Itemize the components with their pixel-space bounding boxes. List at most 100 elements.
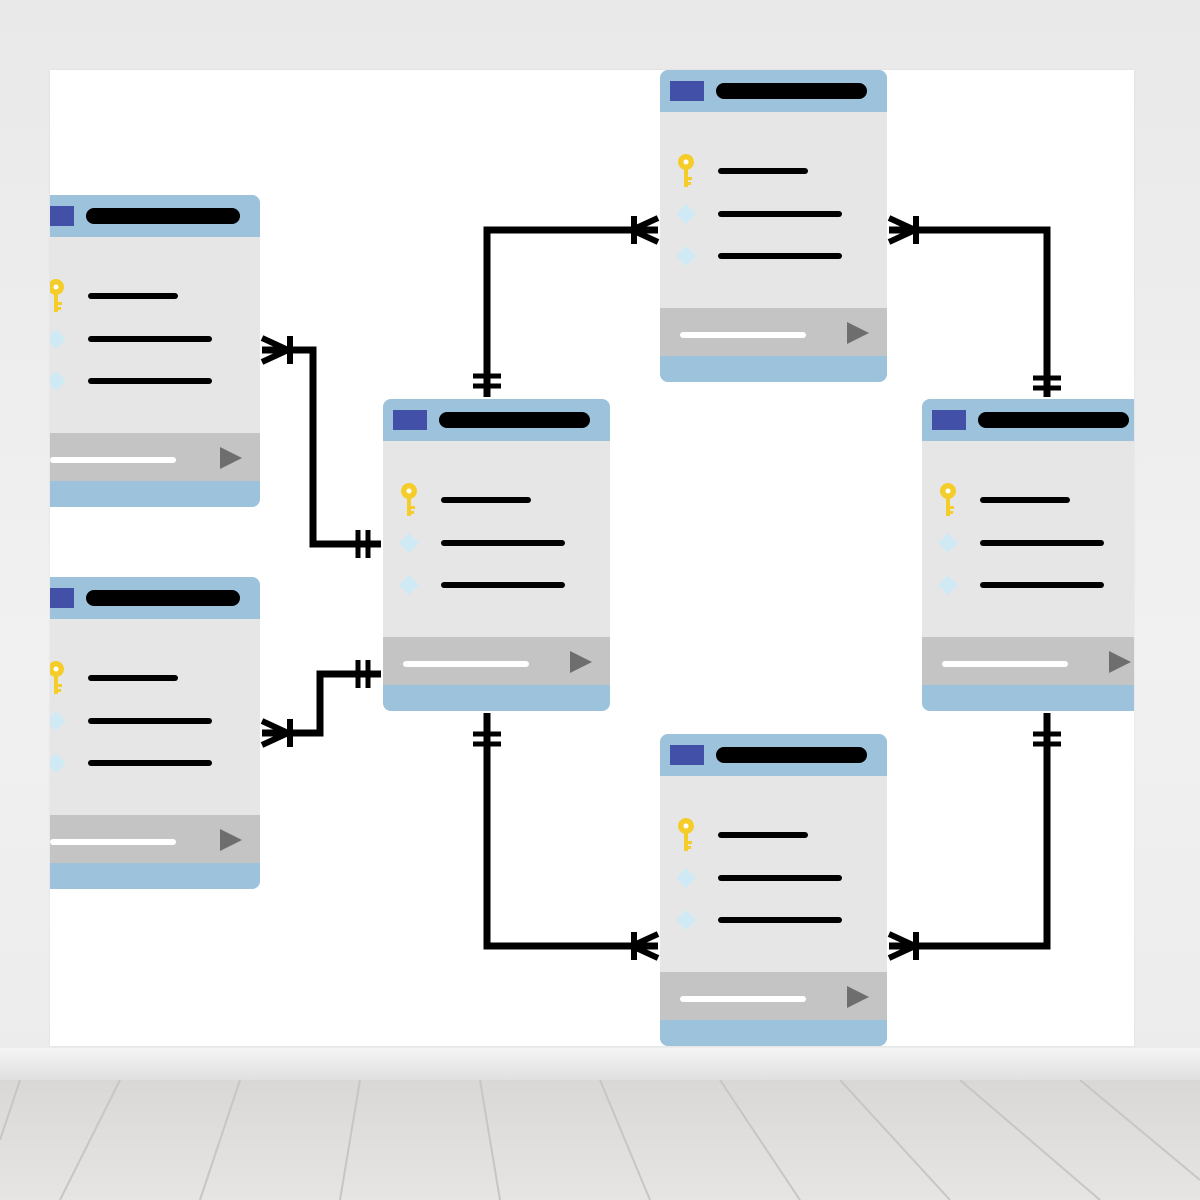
table-title-bar xyxy=(716,747,867,763)
table-row xyxy=(678,818,808,851)
table-row xyxy=(938,575,1104,595)
wood-floor xyxy=(0,1080,1200,1200)
field-line xyxy=(88,336,212,342)
skirting-board xyxy=(0,1048,1200,1081)
table-row xyxy=(399,575,565,595)
diamond-icon xyxy=(676,204,696,224)
play-icon xyxy=(220,829,242,851)
connectors xyxy=(260,215,1061,961)
key-icon xyxy=(50,279,64,312)
key-icon xyxy=(50,661,64,694)
diagram-canvas xyxy=(50,70,1134,1046)
footer-line xyxy=(50,457,176,463)
field-line xyxy=(980,497,1070,503)
field-line xyxy=(718,168,808,174)
field-line xyxy=(441,497,531,503)
table-row xyxy=(399,533,565,553)
key-icon xyxy=(678,818,694,851)
play-icon xyxy=(847,322,869,344)
table-row xyxy=(938,533,1104,553)
crows-foot xyxy=(260,335,290,365)
diamond-icon xyxy=(50,329,66,349)
table-right xyxy=(922,399,1134,711)
diamond-icon xyxy=(676,910,696,930)
play-icon xyxy=(570,651,592,673)
footer-line xyxy=(942,661,1068,667)
diamond-icon xyxy=(676,868,696,888)
diamond-icon xyxy=(50,711,66,731)
table-row xyxy=(50,279,178,312)
table-bottom-strip xyxy=(660,356,887,382)
connector-center-bottom-right xyxy=(483,713,658,950)
table-title-bar xyxy=(716,83,867,99)
table-bottom-right xyxy=(660,734,887,1046)
er-diagram xyxy=(50,70,1134,1046)
table-title-bar xyxy=(439,412,590,428)
table-icon xyxy=(670,745,704,765)
table-row xyxy=(676,204,842,224)
table-title-bar xyxy=(86,590,240,606)
footer-line xyxy=(680,332,806,338)
table-left-bottom xyxy=(50,577,260,889)
play-icon xyxy=(1109,651,1131,673)
connector-bottom-right-right xyxy=(889,713,1051,950)
floor-planks xyxy=(0,1080,1200,1200)
field-line xyxy=(88,378,212,384)
table-bottom-strip xyxy=(660,1020,887,1046)
table-icon xyxy=(50,588,74,608)
table-row xyxy=(50,753,212,773)
field-line xyxy=(441,540,565,546)
field-line xyxy=(441,582,565,588)
table-bottom-strip xyxy=(50,863,260,889)
table-row xyxy=(50,329,212,349)
table-top-right xyxy=(660,70,887,382)
table-bottom-strip xyxy=(383,685,610,711)
field-line xyxy=(718,917,842,923)
table-row xyxy=(676,910,842,930)
table-row xyxy=(676,868,842,888)
key-icon xyxy=(678,154,694,187)
footer-line xyxy=(680,996,806,1002)
table-icon xyxy=(670,81,704,101)
diamond-icon xyxy=(938,533,958,553)
field-line xyxy=(718,875,842,881)
field-line xyxy=(88,718,212,724)
play-icon xyxy=(847,986,869,1008)
connector-left-top-center xyxy=(262,346,381,548)
diamond-icon xyxy=(50,753,66,773)
field-line xyxy=(980,582,1104,588)
table-icon xyxy=(50,206,74,226)
connector-left-bottom-center xyxy=(262,670,381,737)
diamond-icon xyxy=(50,371,66,391)
field-line xyxy=(718,253,842,259)
key-icon xyxy=(401,483,417,516)
table-row xyxy=(940,483,1070,516)
table-bottom-strip xyxy=(50,481,260,507)
table-bottom-strip xyxy=(922,685,1134,711)
table-row xyxy=(676,246,842,266)
field-line xyxy=(718,832,808,838)
table-icon xyxy=(932,410,966,430)
crows-foot xyxy=(887,931,917,961)
footer-line xyxy=(50,839,176,845)
table-title-bar xyxy=(86,208,240,224)
table-row xyxy=(50,711,212,731)
key-icon xyxy=(940,483,956,516)
table-left-top xyxy=(50,195,260,507)
footer-line xyxy=(403,661,529,667)
field-line xyxy=(88,760,212,766)
crows-foot xyxy=(260,718,290,748)
field-line xyxy=(88,293,178,299)
connector-center-top-right xyxy=(483,226,658,397)
play-icon xyxy=(220,447,242,469)
diamond-icon xyxy=(676,246,696,266)
table-row xyxy=(401,483,531,516)
diamond-icon xyxy=(399,533,419,553)
field-line xyxy=(88,675,178,681)
tables xyxy=(50,70,1134,1046)
field-line xyxy=(980,540,1104,546)
table-row xyxy=(678,154,808,187)
diamond-icon xyxy=(399,575,419,595)
crows-foot xyxy=(887,215,917,245)
diamond-icon xyxy=(938,575,958,595)
